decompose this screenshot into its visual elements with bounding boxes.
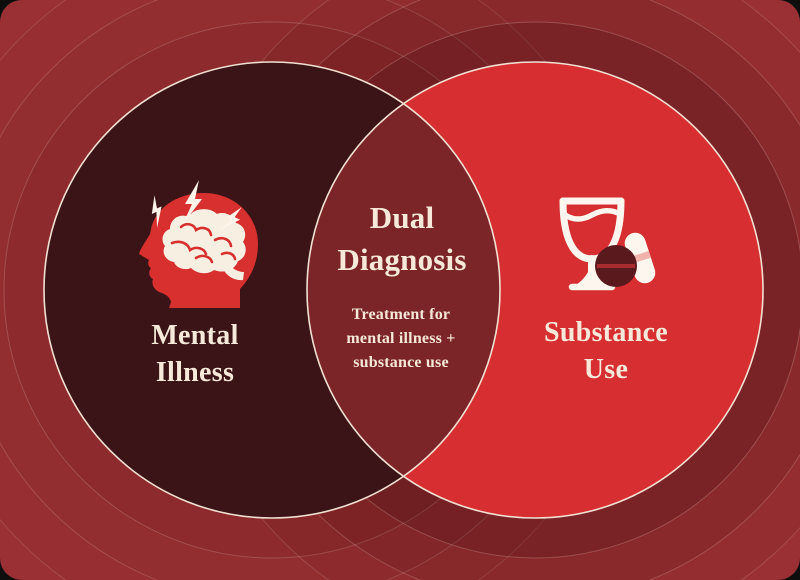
label-line: Mental <box>151 320 239 351</box>
overlap-subtitle: Treatment for mental illness + substance… <box>346 303 455 375</box>
bolt-right <box>219 207 242 230</box>
left-circle-outline <box>43 61 501 519</box>
label-line: Dual <box>369 200 435 235</box>
label-line: Treatment for <box>351 306 451 323</box>
label-line: substance use <box>353 354 449 371</box>
brain-folds <box>170 222 237 264</box>
overlap-title: Dual Diagnosis <box>337 197 466 281</box>
overlap-lens <box>306 103 501 477</box>
round-pill <box>595 245 637 287</box>
wine-glass-pills-icon <box>559 197 656 291</box>
label-line: Use <box>583 354 629 385</box>
bolt-left <box>151 195 162 229</box>
right-circle-label: Substance Use <box>544 314 668 388</box>
label-line: Substance <box>543 317 669 348</box>
label-line: Diagnosis <box>337 242 467 277</box>
wine-glass <box>559 197 625 291</box>
right-circle-outline <box>306 61 764 519</box>
label-line: mental illness + <box>346 330 456 347</box>
brain-stem <box>223 262 244 281</box>
label-line: Illness <box>155 357 235 388</box>
left-circle-label: Mental Illness <box>151 317 238 391</box>
bolt-top <box>183 180 202 224</box>
lightning-bolts <box>151 180 242 230</box>
mind-lightning-icon <box>139 180 258 308</box>
